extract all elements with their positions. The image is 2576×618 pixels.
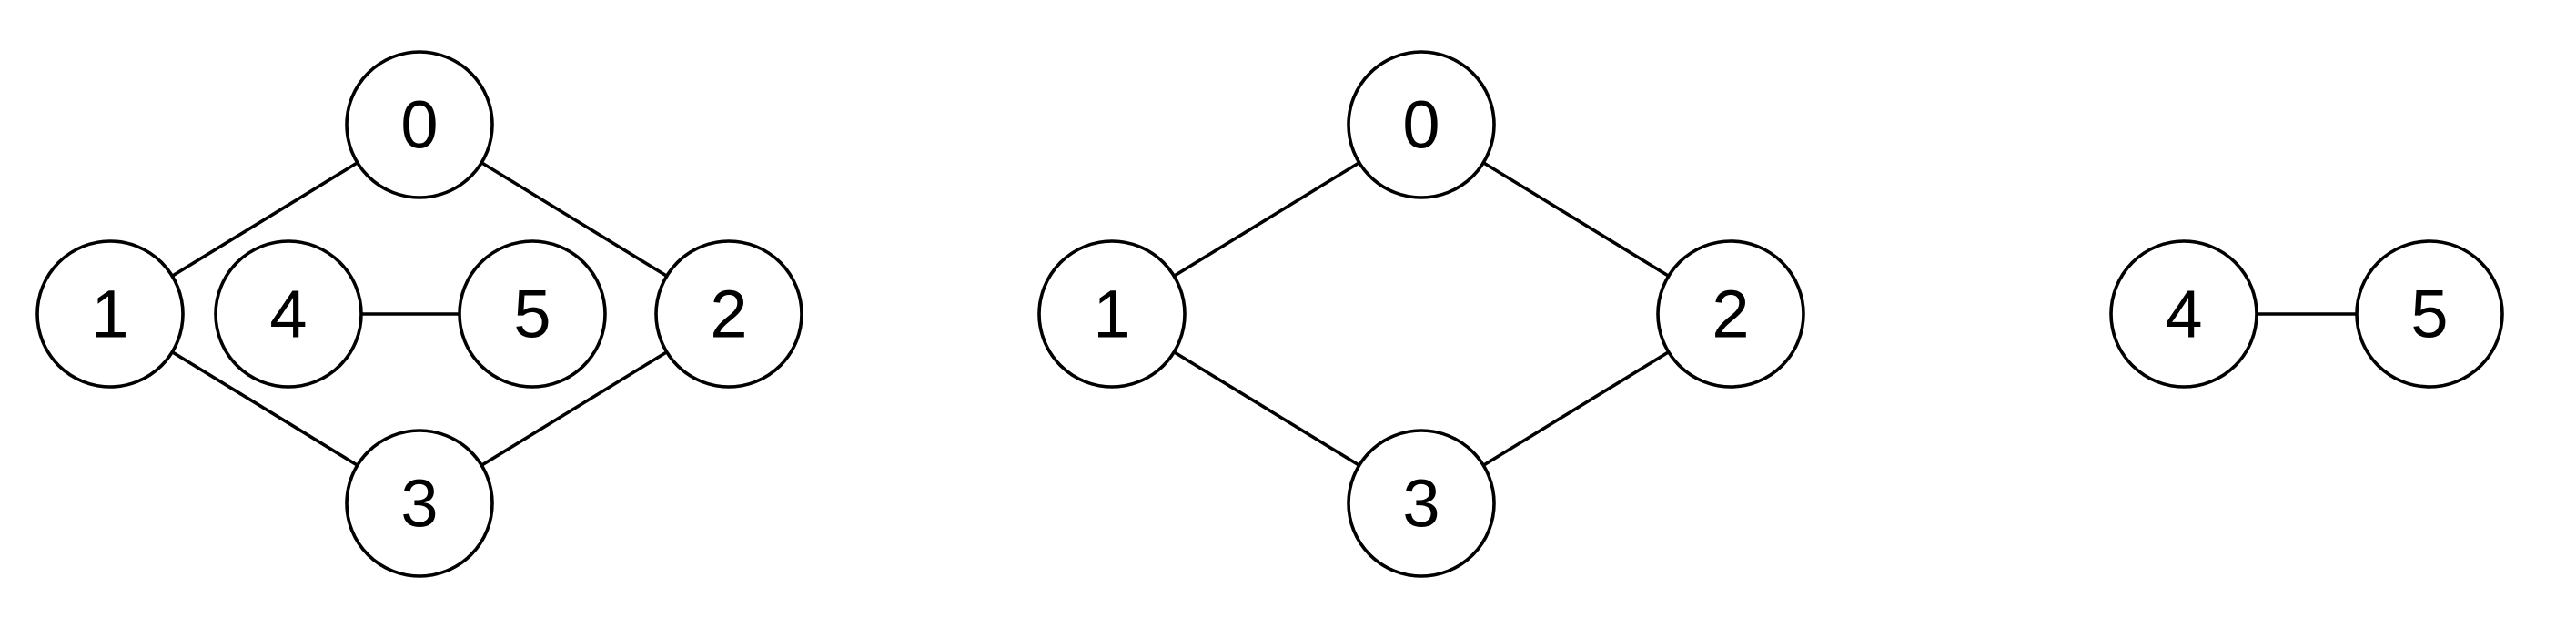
node-label: 5 — [513, 277, 551, 352]
node-1: 1 — [35, 239, 185, 389]
node-0: 0 — [1347, 50, 1496, 199]
node-label: 1 — [1093, 277, 1130, 352]
node-circle — [1347, 50, 1496, 199]
node-label: 2 — [1712, 277, 1749, 352]
edge-0-2 — [480, 161, 668, 278]
edge-2-3 — [480, 350, 668, 467]
node-circle — [1347, 429, 1496, 578]
component-a-edges — [1173, 161, 1670, 467]
node-circle — [214, 239, 363, 389]
edge-0-2 — [1482, 161, 1670, 278]
node-circle — [1656, 239, 1805, 389]
node-label: 4 — [269, 277, 307, 352]
node-circle — [2109, 239, 2258, 389]
component-a-nodes: 0 1 2 3 — [1037, 50, 1805, 578]
node-circle — [458, 239, 607, 389]
node-label: 3 — [1402, 466, 1440, 542]
node-3: 3 — [345, 429, 494, 578]
node-label: 0 — [1402, 87, 1440, 163]
node-0: 0 — [345, 50, 494, 199]
node-circle — [654, 239, 803, 389]
edges-layer — [171, 161, 2357, 467]
node-2: 2 — [654, 239, 803, 389]
full-graph-nodes: 0 1 2 3 4 5 — [35, 50, 803, 578]
node-2: 2 — [1656, 239, 1805, 389]
node-circle — [35, 239, 185, 389]
node-5: 5 — [2355, 239, 2504, 389]
node-circle — [345, 429, 494, 578]
node-label: 1 — [91, 277, 128, 352]
node-circle — [1037, 239, 1187, 389]
node-5: 5 — [458, 239, 607, 389]
node-4: 4 — [2109, 239, 2258, 389]
edge-0-1 — [171, 161, 359, 278]
node-label: 2 — [710, 277, 747, 352]
edge-1-3 — [1173, 350, 1360, 467]
node-label: 0 — [400, 87, 438, 163]
full-graph-edges — [171, 161, 668, 467]
node-1: 1 — [1037, 239, 1187, 389]
node-4: 4 — [214, 239, 363, 389]
edge-1-3 — [171, 350, 359, 467]
node-label: 4 — [2165, 277, 2202, 352]
node-label: 3 — [400, 466, 438, 542]
node-circle — [2355, 239, 2504, 389]
node-label: 5 — [2410, 277, 2448, 352]
edge-0-1 — [1173, 161, 1360, 278]
edge-2-3 — [1482, 350, 1670, 467]
node-3: 3 — [1347, 429, 1496, 578]
node-circle — [345, 50, 494, 199]
